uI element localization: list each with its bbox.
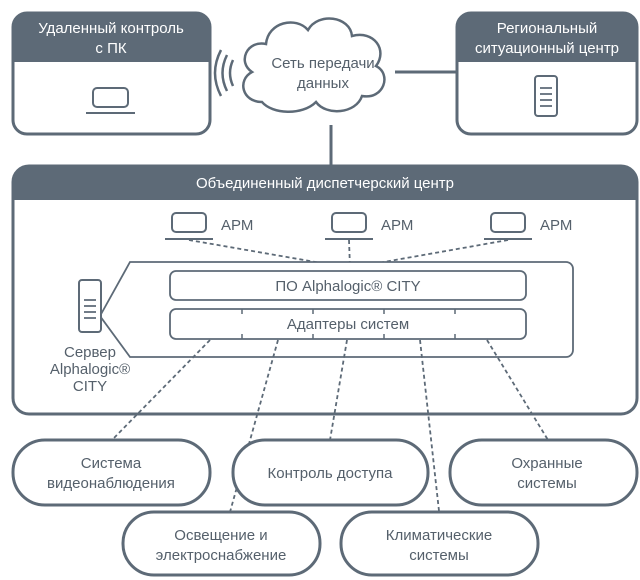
- remote-title-line2: с ПК: [95, 40, 126, 57]
- lighting-line2: электроснабжение: [156, 547, 287, 564]
- adapter-dividers: [241, 309, 456, 339]
- lighting-line1: Освещение и: [174, 527, 267, 544]
- wireless-signal-icon: [213, 49, 235, 97]
- software-label: ПО Alphalogic® CITY: [275, 278, 420, 295]
- system-lighting: Освещение и электроснабжение: [121, 510, 322, 577]
- laptop-icon: [325, 212, 373, 240]
- center-title: Объединенный диспетчерский центр: [196, 175, 454, 192]
- server-label-line2: Alphalogic®: [50, 361, 130, 378]
- regional-center-box: Региональный ситуационный центр: [455, 11, 639, 136]
- adapters-label: Адаптеры систем: [287, 316, 409, 333]
- system-access: Контроль доступа: [231, 438, 430, 507]
- network-line1: Сеть передачи: [271, 55, 374, 72]
- network-line2: данных: [297, 75, 349, 92]
- regional-title-line2: ситуационный центр: [475, 40, 619, 57]
- network-cloud: Сеть передачи данных: [242, 17, 386, 113]
- remote-title-line1: Удаленный контроль: [38, 20, 184, 37]
- system-climate: Климатические системы: [339, 510, 540, 577]
- laptop-icon: [165, 212, 213, 240]
- security-line2: системы: [517, 475, 577, 492]
- remote-control-box: Удаленный контроль с ПК: [11, 11, 212, 136]
- software-bar: [169, 270, 527, 301]
- server-label-line1: Сервер: [64, 344, 116, 361]
- workstation-label: АРМ: [221, 217, 253, 234]
- workstation-label: АРМ: [381, 217, 413, 234]
- system-security: Охранные системы: [448, 438, 639, 507]
- video-line1: Система: [81, 455, 142, 472]
- climate-line2: системы: [409, 547, 469, 564]
- workstation-3: АРМ: [484, 212, 572, 240]
- server-icon: [78, 279, 102, 333]
- workstation-2: АРМ: [325, 212, 413, 240]
- system-video: Система видеонаблюдения: [11, 438, 212, 507]
- workstation-label: АРМ: [540, 217, 572, 234]
- system-links: [109, 339, 549, 513]
- server-rack-icon: [534, 75, 558, 117]
- workstation-1: АРМ: [165, 212, 253, 240]
- laptop-icon: [86, 87, 135, 114]
- security-line1: Охранные: [511, 455, 582, 472]
- server-platform: ПО Alphalogic® CITY Адаптеры систем: [98, 261, 574, 358]
- access-line1: Контроль доступа: [268, 465, 394, 482]
- adapters-bar: [169, 308, 527, 340]
- server-label-line3: CITY: [73, 378, 107, 395]
- climate-line1: Климатические: [386, 527, 492, 544]
- video-line2: видеонаблюдения: [47, 475, 175, 492]
- regional-title-line1: Региональный: [497, 20, 598, 37]
- laptop-icon: [484, 212, 532, 240]
